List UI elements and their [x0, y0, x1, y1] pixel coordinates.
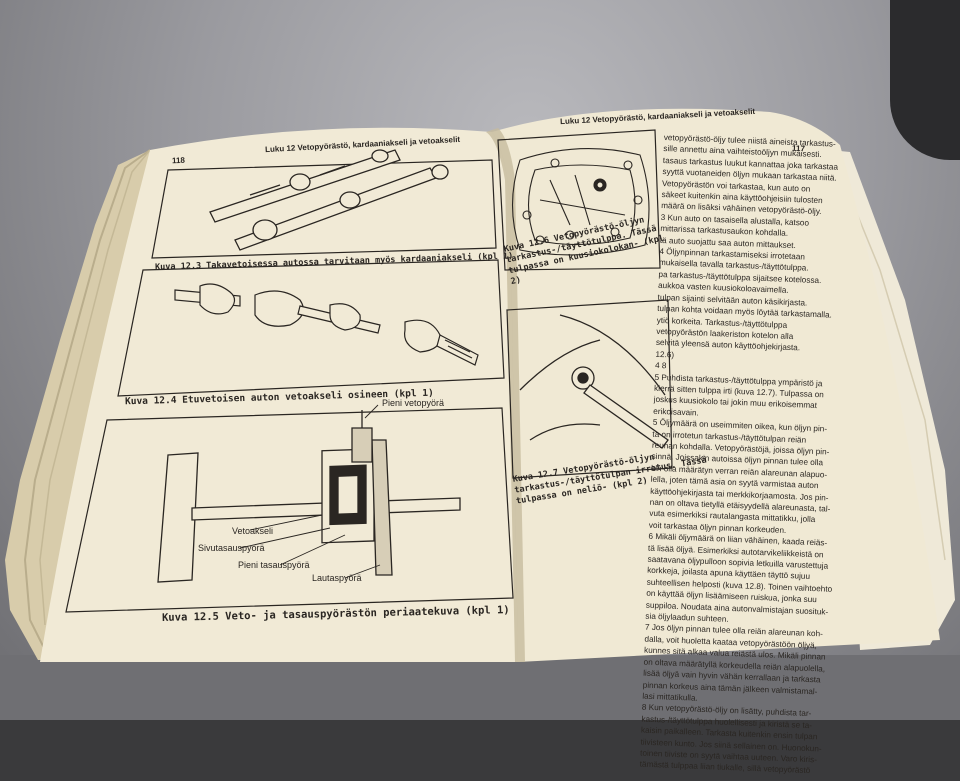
right-page — [492, 108, 940, 662]
driveshaft-illustration — [174, 283, 479, 366]
label-crown-wheel: Lautaspyörä — [312, 573, 362, 583]
fig-12-6-frame — [497, 129, 661, 271]
fig-12-7-frame — [506, 299, 673, 479]
blanket-fold — [890, 0, 960, 160]
label-small-diff-gear: Pieni tasauspyörä — [238, 560, 310, 570]
blanket-foreground — [0, 655, 960, 720]
diff-cover-illustration — [511, 148, 650, 256]
label-pinion: Pieni vetopyörä — [382, 398, 445, 408]
left-page-number: 118 — [171, 155, 186, 166]
open-book — [5, 108, 955, 662]
wheel-left — [157, 452, 199, 583]
crown-wheel — [371, 439, 393, 576]
right-page-body-text: vetopyörästö-öljy tulee niistä aineista … — [639, 132, 935, 781]
diagram-leader-lines — [239, 404, 381, 579]
pinion-gear — [351, 427, 373, 463]
propshaft-illustration — [209, 149, 449, 251]
plug-removal-illustration — [519, 314, 669, 449]
fig-12-4-frame — [117, 259, 505, 397]
fig-12-5-frame — [65, 407, 514, 613]
label-side-gear: Sivutasauspyörä — [198, 543, 265, 553]
differential-diagram — [157, 410, 461, 583]
book-gutter — [486, 128, 525, 662]
left-page — [40, 127, 518, 662]
label-axle: Vetoakseli — [232, 526, 274, 536]
